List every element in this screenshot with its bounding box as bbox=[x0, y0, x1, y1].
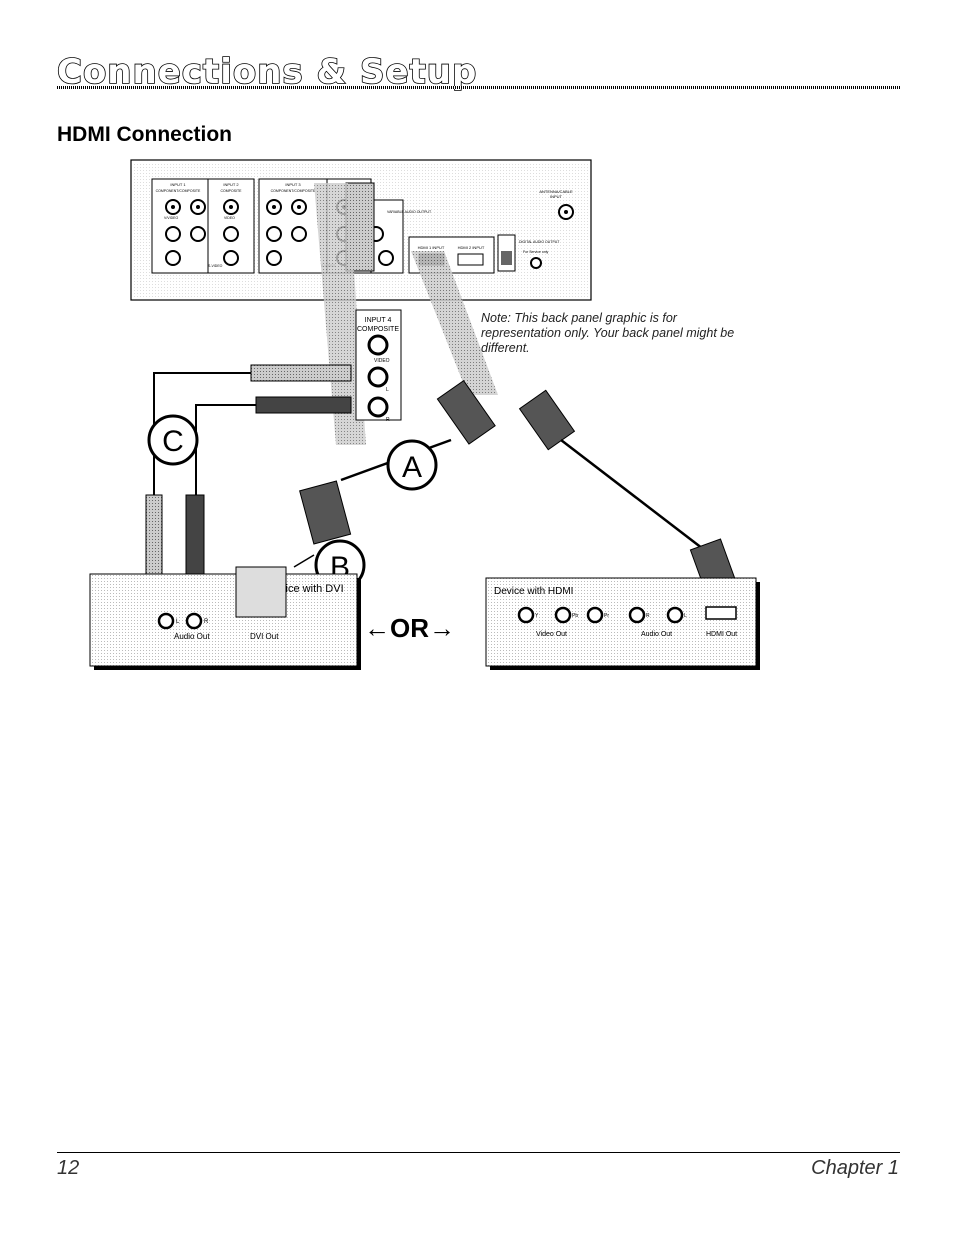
device-dvi-out: DVI Out bbox=[250, 632, 279, 641]
page-number: 12 bbox=[57, 1157, 80, 1179]
callout-video: VIDEO bbox=[374, 358, 390, 364]
panel-digital-audio-label: DIGITAL AUDIO OUTPUT bbox=[519, 240, 560, 244]
panel-input2-sub: COMPOSITE bbox=[220, 189, 242, 193]
svg-text:C: C bbox=[162, 425, 184, 458]
footer-rule bbox=[57, 1152, 900, 1153]
input4-callout: INPUT 4 COMPOSITE VIDEO L R bbox=[355, 309, 402, 423]
device-hdmi-title: Device with HDMI bbox=[494, 586, 573, 597]
device-hdmi-pb: Pb bbox=[572, 613, 578, 619]
device-dvi-audio-out: Audio Out bbox=[174, 632, 210, 641]
section-title: HDMI Connection bbox=[57, 123, 232, 146]
hdmi-out-port bbox=[705, 606, 737, 620]
tv-back-panel: INPUT 1 COMPONENT/COMPOSITE INPUT 2 COMP… bbox=[130, 159, 592, 301]
panel-hdmi1-label: HDMI 1 INPUT bbox=[418, 245, 445, 250]
callout-r: R bbox=[386, 417, 390, 423]
panel-service-label: For Service only bbox=[523, 250, 549, 254]
hdmi-connection-diagram: INPUT 1 COMPONENT/COMPOSITE INPUT 2 COMP… bbox=[89, 159, 760, 670]
panel-antenna-label: ANTENNA/CABLE bbox=[539, 189, 573, 194]
label-c: C bbox=[147, 414, 199, 466]
callout-zoom-band bbox=[314, 183, 366, 445]
note-text: Note: This back panel graphic is for rep… bbox=[481, 311, 735, 355]
page-header-title: Connections & Setup bbox=[56, 51, 478, 93]
panel-svideo1-label: S-VIDEO bbox=[208, 264, 223, 268]
svg-text:A: A bbox=[402, 451, 422, 484]
device-hdmi-video-out: Video Out bbox=[536, 631, 567, 638]
device-dvi-l: L bbox=[176, 619, 180, 625]
panel-input1-sub: COMPONENT/COMPOSITE bbox=[156, 189, 201, 193]
callout-l: L bbox=[386, 387, 389, 393]
panel-variable-audio-label: VARIABLE AUDIO OUTPUT bbox=[387, 210, 432, 214]
arrow-b bbox=[293, 554, 315, 568]
header-rule bbox=[57, 86, 900, 89]
hdmi-cable-right bbox=[560, 439, 712, 556]
panel-input3-sub: COMPONENT/COMPOSITE bbox=[271, 189, 316, 193]
device-hdmi-l: L bbox=[684, 613, 687, 619]
panel-vvideo-label: V/VIDEO bbox=[164, 216, 178, 220]
callout-input4: INPUT 4 bbox=[365, 317, 392, 324]
device-hdmi-audio-out: Audio Out bbox=[641, 631, 672, 638]
hdmi-plug-dvi bbox=[299, 480, 352, 545]
chapter-label: Chapter 1 bbox=[811, 1157, 899, 1179]
device-hdmi: Device with HDMI Y Pb Pr R L Video Out A… bbox=[485, 577, 760, 670]
device-hdmi-y: Y bbox=[535, 613, 539, 619]
hdmi-plug-tv bbox=[436, 380, 496, 445]
panel-antenna-sub: INPUT bbox=[550, 194, 563, 199]
device-dvi-r: R bbox=[204, 619, 209, 625]
dvi-adapter bbox=[235, 566, 287, 618]
device-hdmi-out-label: HDMI Out bbox=[706, 631, 737, 638]
panel-input2-label: INPUT 2 bbox=[223, 182, 239, 187]
hdmi-cable-band bbox=[411, 251, 498, 395]
panel-video-label: VIDEO bbox=[224, 216, 235, 220]
panel-hdmi2-label: HDMI 2 INPUT bbox=[458, 245, 485, 250]
device-hdmi-pr: Pr bbox=[604, 613, 609, 619]
label-a: A bbox=[386, 439, 438, 491]
device-dvi: Device with DVI L R Audio Out DVI Out bbox=[89, 566, 361, 670]
device-hdmi-r: R bbox=[646, 613, 650, 619]
panel-input1-label: INPUT 1 bbox=[170, 182, 186, 187]
hdmi-plug-right bbox=[518, 389, 576, 451]
or-label: ←OR→ bbox=[364, 613, 455, 643]
callout-composite: COMPOSITE bbox=[357, 326, 399, 333]
panel-input3-label: INPUT 3 bbox=[285, 182, 301, 187]
